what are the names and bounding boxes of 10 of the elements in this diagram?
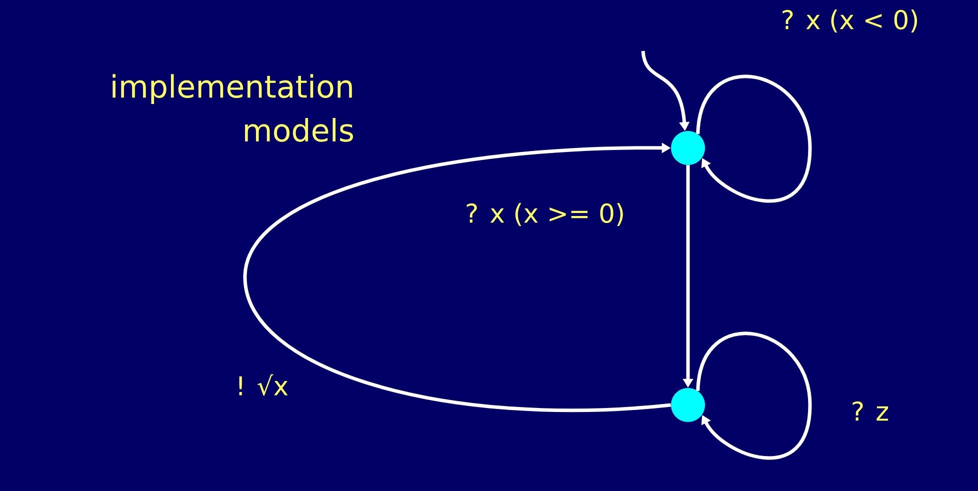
arrow	[243, 142, 671, 412]
edge-label: ! √x	[233, 372, 291, 398]
edge-label: ? x (x >= 0)	[462, 200, 628, 228]
caption-text: implementation models	[112, 74, 353, 142]
state-circle	[671, 130, 705, 165]
edge-label: ? z	[848, 399, 892, 423]
arrow	[696, 74, 812, 202]
state-circle	[671, 388, 705, 422]
arrow	[696, 332, 812, 460]
edge-label: ? x (x < 0)	[778, 7, 922, 35]
